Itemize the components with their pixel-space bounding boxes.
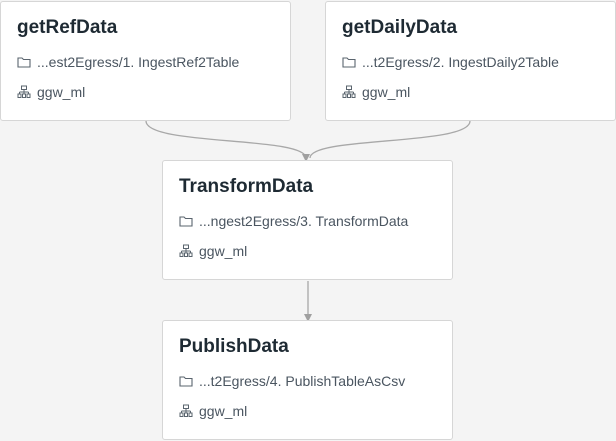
edge-getRefData-to-TransformData (145, 120, 310, 162)
node-title: getDailyData (342, 17, 458, 38)
node-path: ...t2Egress/4. PublishTableAsCsv (179, 373, 405, 389)
folder-icon (17, 55, 31, 69)
node-getRefData[interactable]: getRefData ...est2Egress/1. IngestRef2Ta… (0, 1, 291, 121)
node-path-text: ...t2Egress/4. PublishTableAsCsv (199, 373, 406, 389)
cluster-icon (179, 244, 193, 258)
node-TransformData[interactable]: TransformData ...ngest2Egress/3. Transfo… (162, 160, 453, 280)
node-path-text: ...est2Egress/1. IngestRef2Table (37, 54, 240, 70)
node-PublishData[interactable]: PublishData ...t2Egress/4. PublishTableA… (162, 320, 453, 440)
cluster-icon (342, 85, 356, 99)
node-path: ...est2Egress/1. IngestRef2Table (17, 54, 239, 70)
folder-icon (342, 55, 356, 69)
node-cluster: ggw_ml (342, 84, 410, 100)
cluster-icon (17, 85, 31, 99)
node-cluster-text: ggw_ml (199, 403, 248, 419)
node-cluster-text: ggw_ml (199, 243, 248, 259)
node-path: ...ngest2Egress/3. TransformData (179, 213, 408, 229)
node-path-text: ...t2Egress/2. IngestDaily2Table (362, 54, 559, 70)
node-path-text: ...ngest2Egress/3. TransformData (199, 213, 409, 229)
folder-icon (179, 214, 193, 228)
node-title: TransformData (179, 176, 314, 197)
edge-getDailyData-to-TransformData (309, 120, 471, 159)
node-cluster: ggw_ml (179, 243, 247, 259)
node-getDailyData[interactable]: getDailyData ...t2Egress/2. IngestDaily2… (325, 1, 616, 121)
node-title: PublishData (179, 336, 289, 357)
node-title: getRefData (17, 17, 118, 38)
cluster-icon (179, 404, 193, 418)
node-cluster-text: ggw_ml (362, 84, 411, 100)
node-path: ...t2Egress/2. IngestDaily2Table (342, 54, 559, 70)
folder-icon (179, 374, 193, 388)
node-cluster-text: ggw_ml (37, 84, 86, 100)
node-cluster: ggw_ml (17, 84, 85, 100)
node-cluster: ggw_ml (179, 403, 247, 419)
